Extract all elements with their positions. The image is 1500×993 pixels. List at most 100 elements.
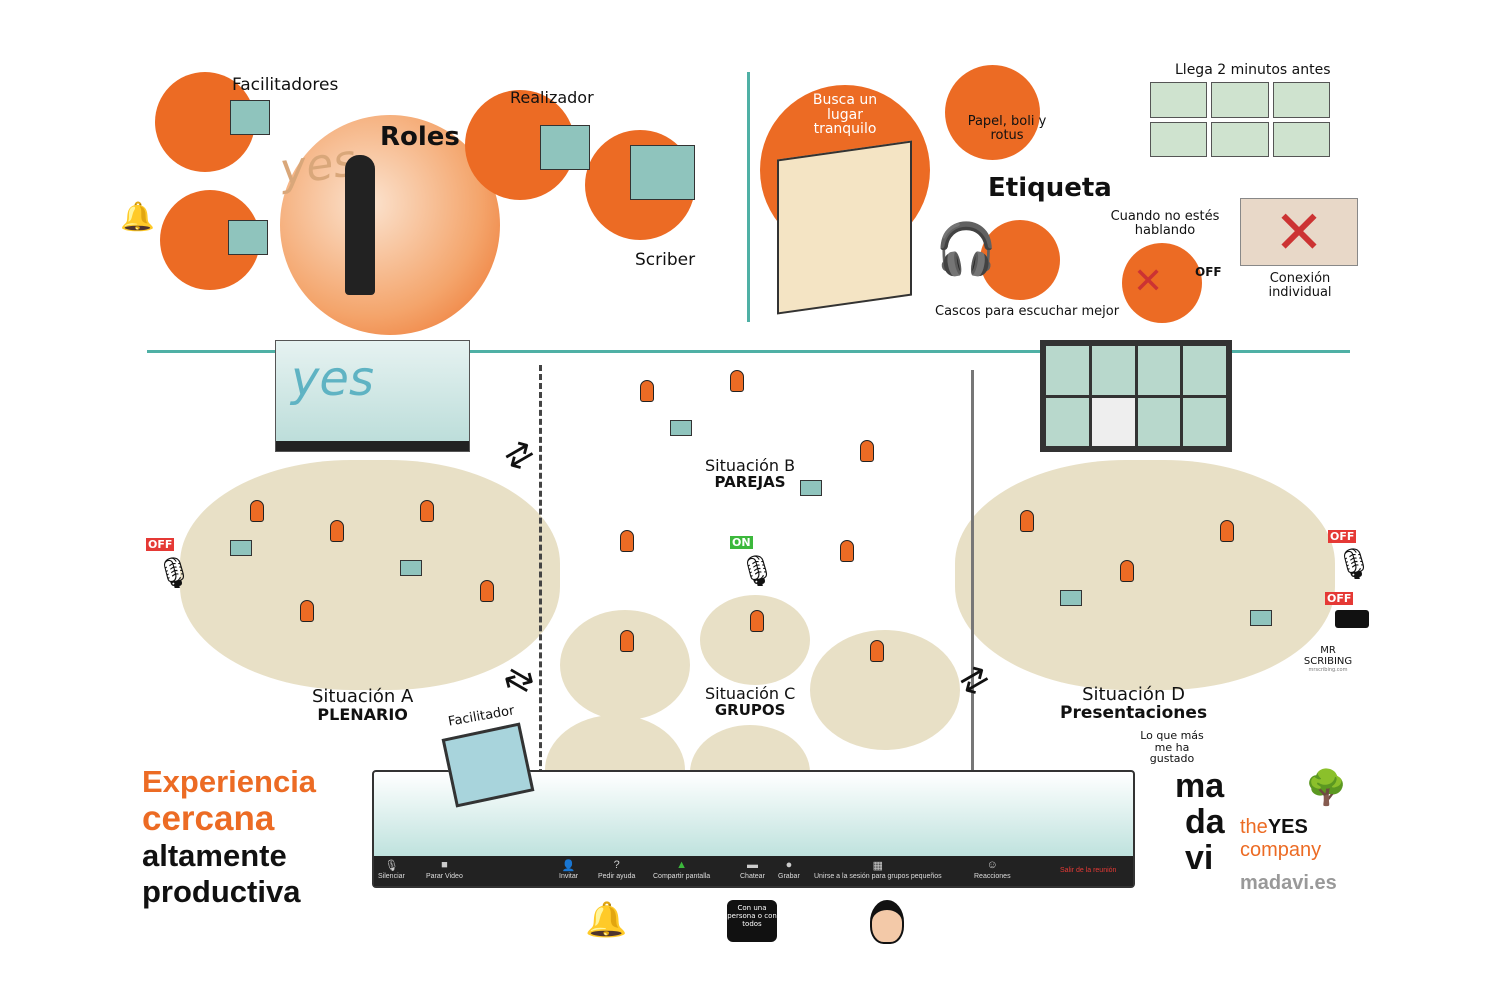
mic-off-tag: OFF bbox=[146, 538, 175, 551]
monitor-icon bbox=[630, 145, 695, 200]
microphone-icon: 🎙 bbox=[738, 554, 777, 589]
participant bbox=[1220, 520, 1234, 542]
camera-icon bbox=[1335, 610, 1369, 628]
yes-screen-text: yes bbox=[291, 351, 374, 407]
roles-spotlight bbox=[280, 115, 500, 335]
paper-circle bbox=[945, 65, 1040, 160]
participant bbox=[730, 370, 744, 392]
presentations-area bbox=[955, 460, 1335, 690]
participant bbox=[840, 540, 854, 562]
grid-icon: ▦ bbox=[872, 860, 884, 872]
producer-label: Realizador bbox=[510, 88, 594, 107]
quiet-place-label: Busca un lugar tranquilo bbox=[812, 92, 878, 138]
reactions-button[interactable]: ☺Reacciones bbox=[974, 859, 1011, 880]
etiquette-section: Busca un lugar tranquilo Papel, boli y r… bbox=[755, 55, 1375, 335]
participant bbox=[300, 600, 314, 622]
presentation-note: Lo que más me ha gustado bbox=[1140, 729, 1204, 766]
chat-bubble-text: Con una persona o con todos bbox=[727, 904, 777, 928]
participant bbox=[330, 520, 344, 542]
mute-button[interactable]: 🎙Silenciar bbox=[378, 860, 405, 880]
mic-on-tag: ON bbox=[730, 536, 753, 549]
participant bbox=[250, 500, 264, 522]
smiley-icon: ☺ bbox=[986, 859, 998, 871]
presenter-figure bbox=[345, 155, 375, 295]
mic-off-tag: OFF bbox=[1328, 530, 1357, 543]
person-icon bbox=[870, 900, 904, 944]
etiquette-title: Etiqueta bbox=[988, 173, 1112, 203]
arrow-icon: ⇄ bbox=[496, 430, 542, 480]
scriber-label: Scriber bbox=[635, 250, 696, 270]
groups-area-2 bbox=[700, 595, 810, 685]
laptop-icon bbox=[400, 560, 422, 576]
arrive-early-label: Llega 2 minutos antes bbox=[1175, 62, 1331, 78]
vertical-divider bbox=[747, 72, 750, 322]
solid-divider bbox=[971, 370, 974, 820]
participant bbox=[620, 530, 634, 552]
participant bbox=[860, 440, 874, 462]
participant bbox=[750, 610, 764, 632]
room-illustration bbox=[777, 140, 912, 315]
microphone-icon: 🎙 bbox=[155, 556, 194, 591]
paper-label: Papel, boli y rotus bbox=[967, 114, 1047, 143]
zoom-toolbar: 🎙Silenciar ■Parar Video 👤Invitar ?Pedir … bbox=[374, 856, 1133, 886]
yes-company-logo: theYES company bbox=[1240, 816, 1322, 861]
tree-icon: 🌳 bbox=[1305, 768, 1348, 808]
groups-area-1 bbox=[560, 610, 690, 720]
plenary-area bbox=[180, 460, 560, 690]
headphones-label: Cascos para escuchar mejor bbox=[935, 304, 1120, 319]
tagline: Experiencia cercana altamente productiva bbox=[142, 764, 317, 909]
roles-title: Roles bbox=[380, 122, 460, 152]
thumbnail-grid bbox=[1150, 82, 1330, 157]
ask-help-button[interactable]: ?Pedir ayuda bbox=[598, 859, 636, 880]
laptop-icon bbox=[1250, 610, 1272, 626]
laptop-icon bbox=[228, 220, 268, 255]
madavi-logo: ma da vi bbox=[1175, 767, 1225, 877]
bell-icon: 🔔 bbox=[120, 200, 155, 233]
laptop-icon bbox=[1060, 590, 1082, 606]
microphone-icon: 🎙 bbox=[1335, 547, 1374, 582]
record-button[interactable]: ●Grabar bbox=[778, 859, 800, 880]
help-icon: ? bbox=[613, 859, 620, 871]
camera-off-tag: OFF bbox=[1325, 592, 1354, 605]
individual-connection-image: ✕ bbox=[1240, 198, 1358, 267]
laptop-icon bbox=[230, 540, 252, 556]
individual-label: Conexión individual bbox=[1268, 271, 1332, 300]
facilitators-label: Facilitadores bbox=[232, 75, 339, 95]
monitor-icon bbox=[540, 125, 590, 170]
horizontal-divider bbox=[147, 350, 1350, 353]
plenary-screen: yes bbox=[275, 340, 470, 452]
mic-crossed-icon: ✕ bbox=[1133, 261, 1164, 302]
laptop-icon bbox=[800, 480, 822, 496]
headphones-circle bbox=[980, 220, 1060, 300]
mute-label: Cuando no estés hablando bbox=[1110, 209, 1220, 238]
chat-button[interactable]: ▬Chatear bbox=[740, 859, 765, 880]
participant bbox=[1120, 560, 1134, 582]
add-user-icon: 👤 bbox=[561, 860, 576, 872]
participant bbox=[1020, 510, 1034, 532]
presentation-screen bbox=[1040, 340, 1232, 452]
share-screen-button[interactable]: ▲Compartir pantalla bbox=[653, 859, 711, 880]
participant bbox=[640, 380, 654, 402]
mr-scribing-logo: MR SCRIBING mrscribing.com bbox=[1303, 645, 1353, 673]
participant bbox=[620, 630, 634, 652]
stop-video-button[interactable]: ■Parar Video bbox=[426, 859, 463, 880]
mute-circle bbox=[1122, 243, 1202, 323]
participant bbox=[420, 500, 434, 522]
headphones-icon: 🎧 bbox=[935, 220, 998, 278]
breakout-rooms-button[interactable]: ▦Unirse a la sesión para grupos pequeños bbox=[814, 860, 942, 880]
share-screen-icon: ▲ bbox=[676, 859, 688, 871]
record-icon: ● bbox=[785, 859, 793, 871]
invite-button[interactable]: 👤Invitar bbox=[559, 860, 579, 880]
roles-section: yes Facilitadores Roles Realizador Scrib… bbox=[110, 60, 730, 335]
participant bbox=[480, 580, 494, 602]
video-camera-icon: ■ bbox=[441, 859, 448, 871]
laptop-icon bbox=[230, 100, 270, 135]
leave-meeting-button[interactable]: Salir de la reunión bbox=[1060, 867, 1117, 874]
madavi-url[interactable]: madavi.es bbox=[1240, 872, 1337, 894]
chat-icon: ▬ bbox=[746, 859, 758, 871]
chat-bubble-icon: Con una persona o con todos bbox=[727, 900, 777, 942]
